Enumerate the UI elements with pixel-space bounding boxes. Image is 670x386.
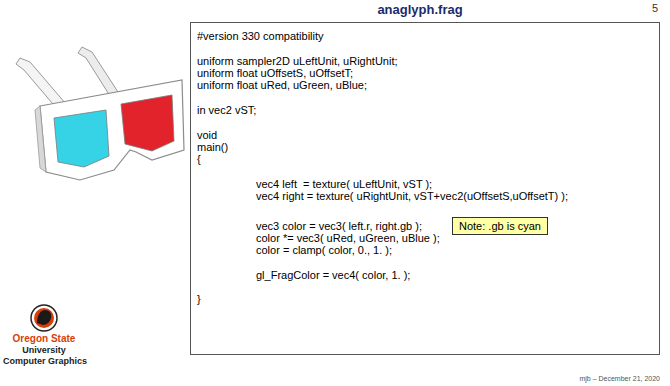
code-line: uniform sampler2D uLeftUnit, uRightUnit; [197, 55, 398, 68]
logo-ring [31, 305, 57, 331]
slide-title: anaglyph.frag [377, 2, 462, 18]
code-line: uniform float uRed, uGreen, uBlue; [197, 79, 367, 92]
red-lens [121, 95, 174, 151]
footer-text: mjb – December 21, 2020 [579, 375, 660, 383]
cyan-lens [54, 110, 109, 167]
code-line: void [197, 129, 217, 142]
logo-text: Computer Graphics [3, 356, 87, 367]
note-text: Note: .gb is cyan [459, 219, 541, 233]
glasses-frame [40, 80, 184, 180]
code-box: #version 330 compatibility uniform sample… [190, 22, 660, 355]
logo-text: University [22, 345, 66, 356]
anaglyph-glasses [16, 47, 184, 180]
code-line: } [197, 293, 201, 306]
code-line: uniform float uOffsetS, uOffsetT; [197, 67, 353, 80]
code-line: in vec2 vST; [197, 104, 256, 117]
glasses-frame-edge [35, 106, 46, 172]
code-line: { [197, 153, 201, 166]
beaver-symbol [37, 310, 51, 325]
code-line: vec4 right = texture( uRightUnit, vST+ve… [256, 190, 568, 203]
osu-logo [31, 305, 57, 331]
code-line: color = clamp( color, 0., 1. ); [256, 244, 392, 257]
slide-number: 5 [652, 2, 658, 15]
code-line: color *= vec3( uRed, uGreen, uBlue ); [256, 232, 440, 245]
code-line: vec4 left = texture( uLeftUnit, vST ); [256, 178, 432, 191]
logo-disc [34, 308, 54, 328]
code-line: vec3 color = vec3( left.r, right.gb ); [256, 220, 422, 233]
code-line: gl_FragColor = vec4( color, 1. ); [256, 269, 410, 282]
code-line: #version 330 compatibility [197, 30, 324, 43]
note-box: Note: .gb is cyan [452, 217, 548, 235]
glasses-temple [78, 47, 118, 96]
logo-text: Oregon State [13, 333, 76, 345]
code-line: main() [197, 141, 228, 154]
